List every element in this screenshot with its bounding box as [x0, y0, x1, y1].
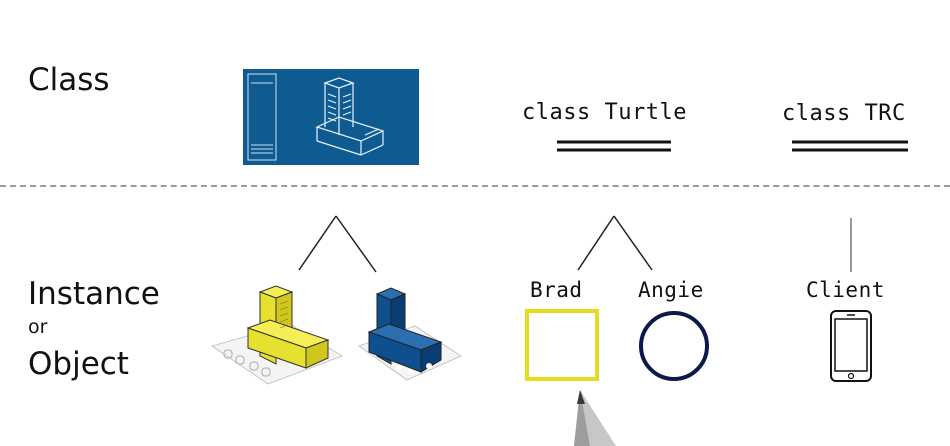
pen-tip-icon [574, 390, 616, 446]
circle-shape-icon [639, 311, 709, 381]
instance-brad-label: Brad [530, 278, 583, 302]
class-instance-divider [0, 185, 950, 187]
turtle-underline [557, 140, 671, 152]
smartphone-icon [830, 310, 872, 382]
class-turtle-label: class Turtle [522, 100, 687, 125]
or-label: or [28, 316, 48, 338]
class-trc-label: class TRC [782, 101, 906, 126]
blue-building-icon [358, 287, 462, 381]
blueprint-building-icon [243, 69, 419, 165]
trc-underline [792, 140, 908, 152]
instance-angie-label: Angie [638, 278, 704, 302]
class-row-label: Class [28, 62, 110, 98]
square-shape-icon [525, 309, 599, 381]
instance-client-label: Client [806, 278, 885, 302]
yellow-building-icon [211, 285, 343, 385]
instance-row-label: Instance [28, 276, 160, 312]
object-row-label: Object [28, 346, 129, 382]
